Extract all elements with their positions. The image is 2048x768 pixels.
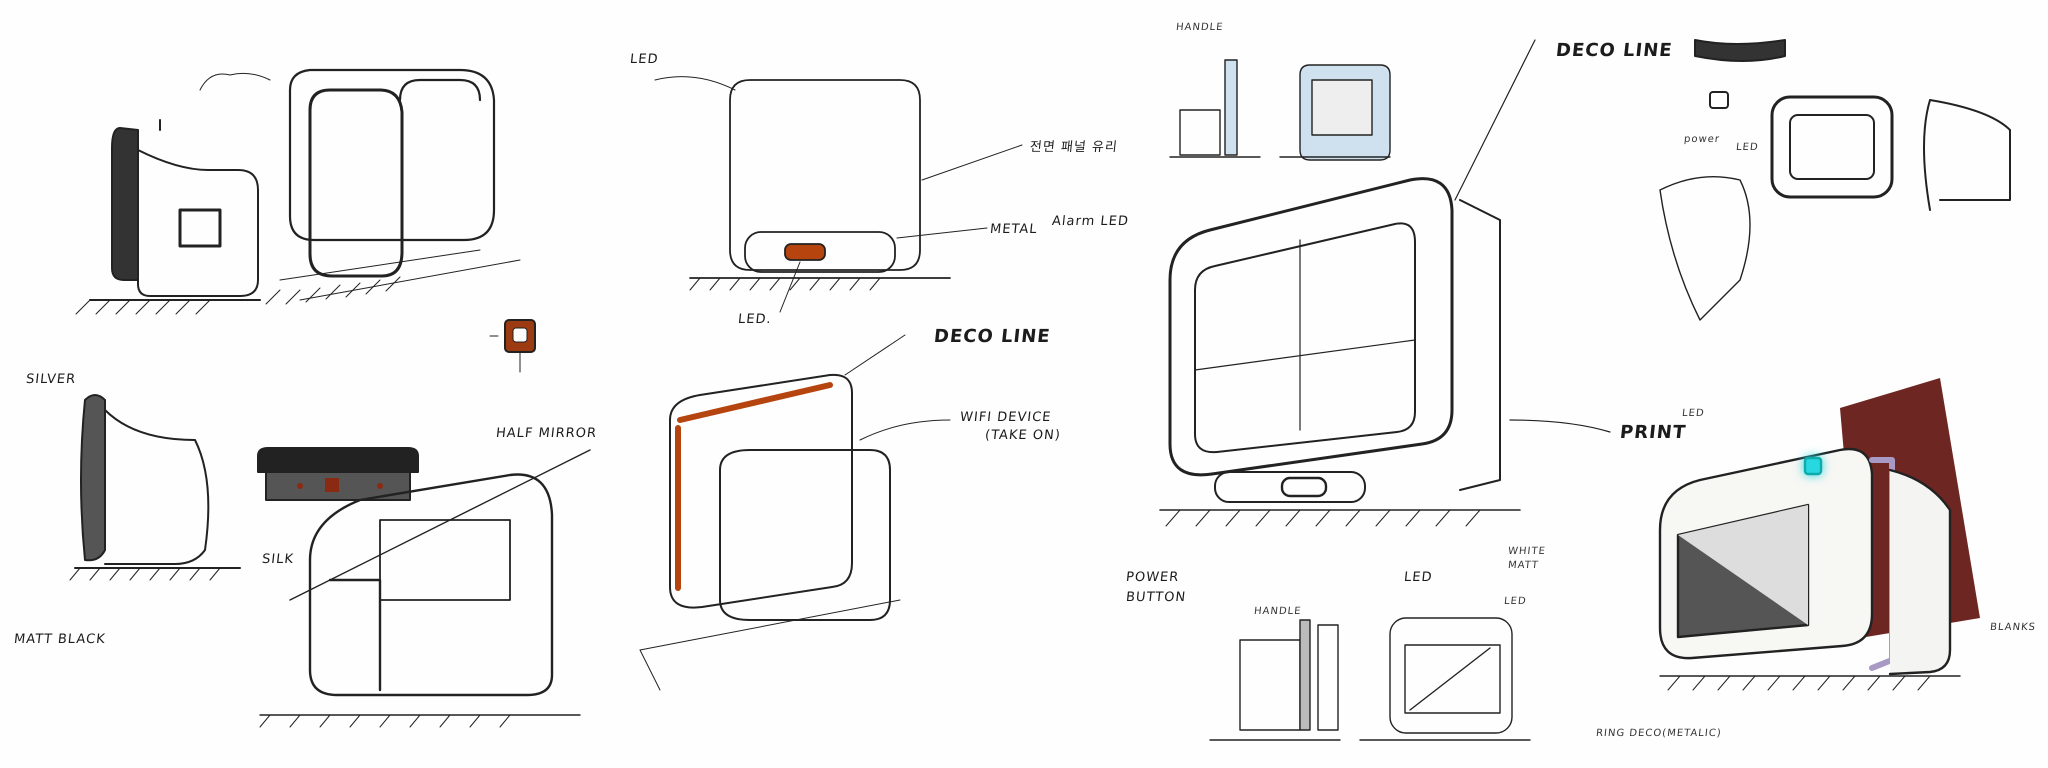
sketch-deco-line-perspective	[639, 334, 951, 691]
label-power-button-line2: BUTTON	[1125, 590, 1187, 605]
label-led-small: LED	[1503, 596, 1528, 607]
label-ring-deco: RING DECO(METALIC)	[1595, 728, 1723, 739]
sketch-main-device-perspective	[1159, 39, 1611, 527]
sketch-side-matt-black	[69, 394, 241, 581]
label-silk: SILK	[261, 552, 295, 567]
label-led-bottom: LED	[1403, 570, 1434, 585]
sketch-colored-render	[1658, 378, 1980, 691]
sketch-small-handle-and-front	[1209, 617, 1531, 741]
label-handle-bottom: HANDLE	[1253, 606, 1303, 617]
label-power: power	[1683, 134, 1721, 145]
label-deco-line-2: DECO LINE	[1554, 40, 1674, 61]
label-alarm-led: Alarm LED	[1051, 214, 1130, 229]
sketch-front-panel-view	[654, 76, 1023, 313]
label-led-base: LED.	[737, 312, 773, 327]
label-wifi-device: WIFI DEVICE	[959, 410, 1053, 425]
label-blanks: BLANKS	[1989, 622, 2037, 633]
label-deco-line-1: DECO LINE	[932, 326, 1052, 347]
half-mirror-part-sketch	[257, 447, 419, 501]
label-led-top: LED	[629, 52, 660, 67]
sketch-small-top-right	[1659, 39, 2011, 321]
sketch-device-open-perspective	[259, 449, 591, 728]
sketch-device-side-view	[75, 119, 261, 315]
label-white-matt-line1: WHITE	[1507, 546, 1547, 557]
sketch-small-side-and-front	[1169, 59, 1391, 161]
label-matt-black: MATT BLACK	[13, 632, 107, 647]
label-front-panel: 전면 패널 유리	[1029, 140, 1119, 155]
sketch-device-perspective	[199, 68, 521, 305]
label-metal: METAL	[989, 222, 1039, 237]
label-power-button-line1: POWER	[1125, 570, 1180, 585]
label-handle-top: HANDLE	[1175, 22, 1225, 33]
label-wifi-take-on: (TAKE ON)	[984, 428, 1062, 443]
power-button-detail-sketch	[489, 319, 536, 373]
label-silver: SILVER	[25, 372, 77, 387]
label-led-power: LED	[1735, 142, 1760, 153]
label-led-glow: LED	[1681, 408, 1706, 419]
label-half-mirror: HALF MIRROR	[495, 426, 598, 441]
label-white-matt-line2: MATT	[1507, 560, 1540, 571]
label-print: PRINT	[1618, 422, 1688, 443]
